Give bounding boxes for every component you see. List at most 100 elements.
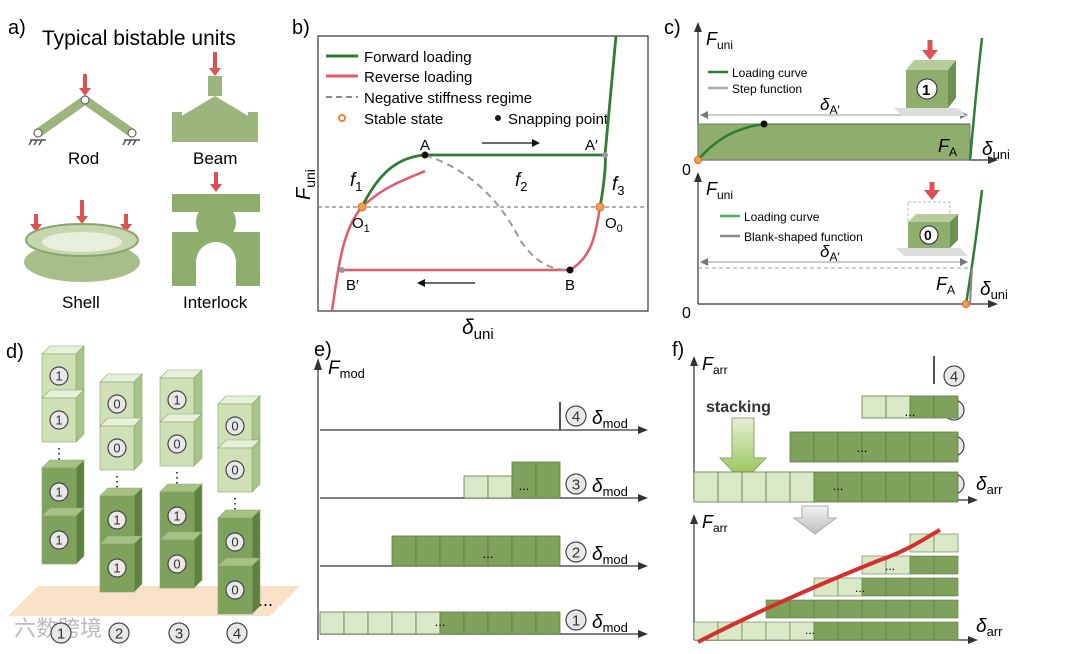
stack-cell: 1 [159, 483, 203, 541]
panel-c: c) Funi Loading curve Step function δA′ … [660, 0, 1080, 330]
c-top-ylabel: Funi [706, 29, 733, 52]
f-bottom-x: δarr [976, 616, 1003, 639]
composite-cell [933, 621, 959, 641]
svg-text:2: 2 [115, 625, 123, 642]
label-f2: f2 [515, 170, 528, 194]
arr-cell [885, 471, 911, 503]
c-top-fa: FA [938, 136, 957, 159]
arr-cell [837, 431, 863, 463]
c-top-loading-curve [697, 122, 765, 161]
svg-text:0: 0 [113, 397, 120, 412]
panel-a: a) Typical bistable units Rod Beam [0, 0, 290, 325]
stack-cell: 1 [99, 535, 143, 593]
stack-cell: 0 [217, 557, 261, 615]
legend-stable: Stable state [364, 111, 443, 128]
cell-state-label: 0 [225, 580, 245, 600]
cell-state-label: 0 [107, 394, 127, 414]
stack-number-1: 1 [50, 622, 72, 644]
composite-cell [813, 621, 839, 641]
composite-dots: ... [885, 559, 895, 573]
e-row-3: δmod3... [320, 461, 648, 502]
cell-state-label: 1 [167, 506, 187, 526]
arr-cell [813, 431, 839, 463]
svg-text:4: 4 [950, 368, 958, 385]
e-ylabel: Fmod [328, 358, 365, 381]
composite-cell [933, 599, 959, 619]
arr-cell [717, 471, 743, 503]
stack-cell: 1 [159, 369, 203, 423]
point-a [421, 151, 429, 159]
composite-cell [885, 599, 911, 619]
panel-a-svg: a) Typical bistable units Rod Beam [8, 17, 260, 312]
cell-state-label: 0 [107, 438, 127, 458]
composite-cell [837, 599, 863, 619]
step-cell [487, 611, 513, 635]
b-ylabel: Funi [293, 169, 318, 200]
svg-text:0: 0 [231, 535, 238, 550]
e-row-x: δmod [592, 408, 628, 431]
cell-state-label: 0 [167, 434, 187, 454]
step-cell [487, 475, 513, 499]
stack-cell: 1 [41, 389, 85, 443]
point-b-prime [339, 267, 345, 273]
stack-dots: ⋮ [110, 473, 124, 489]
composite-cell [933, 577, 959, 597]
arr-cell [789, 471, 815, 503]
stack-cell: 1 [41, 459, 85, 517]
c-bottom-ylabel: Funi [706, 179, 733, 202]
composite-cell [861, 599, 887, 619]
e-row-number: 1 [565, 609, 587, 631]
label-b-prime: B′ [346, 277, 359, 294]
step-function-area [697, 123, 971, 161]
composite-cell [909, 577, 935, 597]
svg-text:1: 1 [572, 612, 580, 629]
svg-text:3: 3 [572, 476, 580, 493]
panel-b-letter: b) [292, 17, 310, 39]
cell-state-label: 0 [225, 532, 245, 552]
arr-cell [741, 471, 767, 503]
f-row-number: 4 [943, 365, 965, 387]
cell-state-label: 1 [49, 482, 69, 502]
cell-state-label: 0 [225, 416, 245, 436]
svg-text:0: 0 [924, 227, 932, 243]
stacking-arrow [718, 417, 768, 483]
composite-cell [933, 555, 959, 575]
e-row-x: δmod [592, 476, 628, 499]
d-ellipsis: ... [258, 590, 273, 610]
stack-1: 1 1 1 1 ⋮ [41, 345, 85, 565]
cell-state-label: 1 [167, 390, 187, 410]
point-b [566, 266, 574, 274]
svg-text:1: 1 [55, 369, 62, 384]
label-o0: O0 [605, 215, 623, 235]
e-row-dots: ... [483, 546, 494, 561]
composite-cell [813, 599, 839, 619]
stacking-label: stacking [706, 399, 771, 416]
e-row-x: δmod [592, 544, 628, 567]
stack-cell: 0 [99, 417, 143, 471]
f-row-3: 3... [861, 395, 965, 421]
svg-text:1: 1 [173, 393, 180, 408]
composite-cell [861, 621, 887, 641]
svg-text:1: 1 [55, 533, 62, 548]
forward-arrow [532, 139, 540, 147]
composite-cell [741, 621, 767, 641]
step-cell [511, 461, 537, 499]
stack-number-2: 2 [108, 622, 130, 644]
stack-dots: ⋮ [228, 495, 242, 511]
composite-dots: ... [855, 581, 865, 595]
stack-dots: ⋮ [52, 445, 66, 461]
step-cell [535, 461, 561, 499]
e-row-number: 2 [565, 541, 587, 563]
legend-reverse: Reverse loading [364, 69, 472, 86]
stack-cell: 1 [99, 487, 143, 545]
negative-stiffness-curve [424, 154, 571, 271]
forward-curve [360, 153, 605, 208]
composite-cell [909, 621, 935, 641]
arr-cell [765, 471, 791, 503]
legend-forward: Forward loading [364, 49, 472, 66]
step-cell [535, 611, 561, 635]
